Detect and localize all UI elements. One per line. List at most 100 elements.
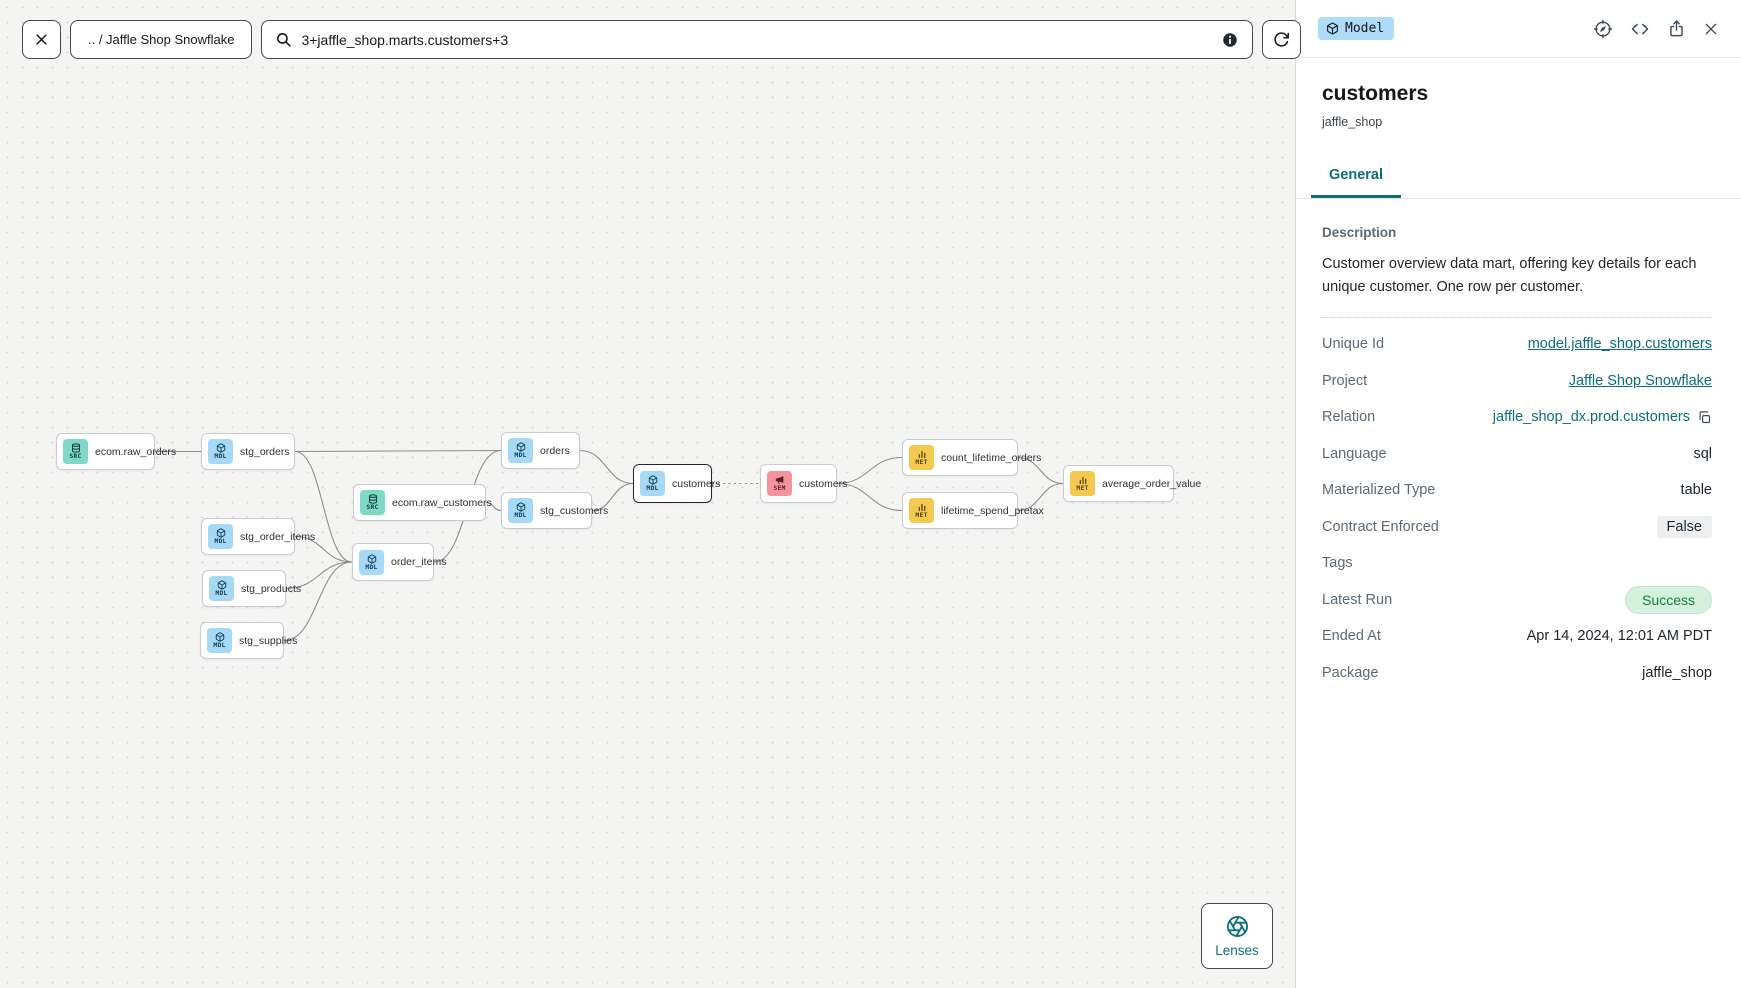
lenses-button[interactable]: Lenses — [1201, 903, 1273, 969]
detail-value: jaffle_shop — [1642, 664, 1712, 681]
node-label: ecom.raw_orders — [95, 445, 177, 458]
lineage-edges — [155, 449, 1064, 642]
detail-row-unique-id: Unique Id model.jaffle_shop.customers — [1322, 326, 1712, 363]
node-label: average_order_value — [1102, 477, 1202, 490]
lineage-edge — [836, 482, 903, 512]
semantic-model-icon: SEM — [767, 471, 792, 496]
lineage-node-order_items[interactable]: MDL order_items — [352, 543, 446, 581]
panel-content: Description Customer overview data mart,… — [1296, 199, 1741, 691]
page-title: customers — [1322, 82, 1429, 105]
detail-label: Materialized Type — [1322, 482, 1436, 499]
lineage-node-stg_orders[interactable]: MDL stg_orders — [201, 433, 295, 470]
metric-icon: MET — [1070, 471, 1095, 496]
model-icon: MDL — [209, 576, 234, 601]
search-icon — [277, 33, 292, 47]
lenses-aperture-icon — [1226, 915, 1248, 937]
lineage-edge — [579, 449, 634, 485]
model-icon: MDL — [359, 549, 384, 575]
node-label: stg_orders — [240, 445, 290, 458]
detail-label: Ended At — [1322, 628, 1381, 645]
lineage-edge — [294, 450, 353, 563]
explore-compass-icon[interactable] — [1593, 19, 1613, 39]
model-icon: MDL — [508, 498, 533, 523]
model-icon: MDL — [640, 471, 665, 496]
source-icon: SRC — [63, 439, 88, 464]
copy-icon[interactable] — [1697, 410, 1712, 425]
lineage-node-stg_order_items[interactable]: MDL stg_order_items — [201, 518, 315, 555]
refresh-icon — [1274, 32, 1290, 47]
status-badge: Success — [1625, 585, 1712, 614]
resource-type-badge: Model — [1318, 17, 1395, 40]
info-icon[interactable] — [1221, 31, 1239, 49]
metric-icon: MET — [909, 445, 934, 470]
lineage-toolbar: .. / Jaffle Shop Snowflake — [22, 20, 1302, 59]
lineage-edge — [591, 482, 634, 512]
detail-label: Language — [1322, 445, 1387, 462]
detail-value: Apr 14, 2024, 12:01 AM PDT — [1526, 628, 1712, 645]
node-label: count_lifetime_orders — [941, 451, 1042, 464]
refresh-button[interactable] — [1262, 20, 1302, 59]
details-panel: Model customers jaffle_shop — [1296, 0, 1741, 988]
panel-header: Model — [1296, 0, 1741, 58]
node-label: lifetime_spend_pretax — [941, 504, 1044, 517]
detail-row-ended-at: Ended At Apr 14, 2024, 12:01 AM PDT — [1322, 618, 1712, 655]
detail-row-relation: Relation jaffle_shop_dx.prod.customers — [1322, 399, 1712, 436]
node-label: stg_order_items — [240, 530, 316, 543]
lineage-node-stg_customers[interactable]: MDL stg_customers — [501, 492, 608, 529]
lineage-node-customers[interactable]: MDL customers — [633, 464, 720, 503]
lineage-edge — [283, 561, 353, 642]
lineage-node-average_order_value[interactable]: MET average_order_value — [1063, 465, 1201, 502]
close-panel-icon[interactable] — [1703, 21, 1719, 37]
detail-value: table — [1680, 482, 1712, 499]
lineage-edge — [485, 501, 502, 512]
detail-label: Contract Enforced — [1322, 518, 1439, 535]
node-label: customers — [672, 477, 721, 490]
code-icon[interactable] — [1630, 19, 1650, 39]
panel-title-block: customers jaffle_shop — [1296, 58, 1741, 129]
source-icon: SRC — [360, 490, 385, 515]
detail-label: Package — [1322, 664, 1379, 681]
model-icon: MDL — [208, 439, 233, 464]
detail-value: jaffle_shop_dx.prod.customers — [1493, 409, 1712, 425]
lineage-edge — [836, 456, 903, 485]
detail-label: Relation — [1322, 409, 1376, 426]
lineage-edge — [294, 449, 502, 453]
tab-general[interactable]: General — [1311, 167, 1401, 198]
model-icon: MDL — [508, 438, 533, 463]
detail-value: sql — [1693, 445, 1712, 462]
model-icon: MDL — [208, 524, 233, 549]
detail-label: Latest Run — [1322, 591, 1393, 608]
package-subtitle: jaffle_shop — [1322, 115, 1383, 129]
detail-label: Unique Id — [1322, 336, 1385, 353]
model-icon: MDL — [207, 628, 232, 653]
detail-row-tags: Tags — [1322, 545, 1712, 582]
detail-row-project: Project Jaffle Shop Snowflake — [1322, 362, 1712, 399]
description-label: Description — [1322, 225, 1397, 240]
search-bar[interactable] — [261, 20, 1254, 59]
breadcrumb[interactable]: .. / Jaffle Shop Snowflake — [70, 20, 253, 59]
node-label: order_items — [391, 556, 447, 568]
lineage-node-count_lifetime_orders[interactable]: MET count_lifetime_orders — [902, 439, 1041, 476]
detail-label: Project — [1322, 372, 1368, 389]
share-icon[interactable] — [1667, 19, 1686, 38]
description-text: Customer overview data mart, offering ke… — [1322, 256, 1697, 296]
lineage-edge — [285, 561, 353, 590]
detail-label: Tags — [1322, 555, 1353, 572]
detail-value[interactable]: model.jaffle_shop.customers — [1527, 336, 1712, 353]
lineage-node-ecom_raw_orders[interactable]: SRC ecom.raw_orders — [56, 433, 176, 470]
panel-header-actions — [1593, 19, 1719, 39]
close-lineage-button[interactable] — [22, 20, 61, 59]
model-cube-icon — [1327, 22, 1338, 35]
node-label: stg_customers — [540, 504, 609, 517]
search-input[interactable] — [301, 31, 1213, 48]
detail-value[interactable]: Jaffle Shop Snowflake — [1568, 372, 1712, 389]
